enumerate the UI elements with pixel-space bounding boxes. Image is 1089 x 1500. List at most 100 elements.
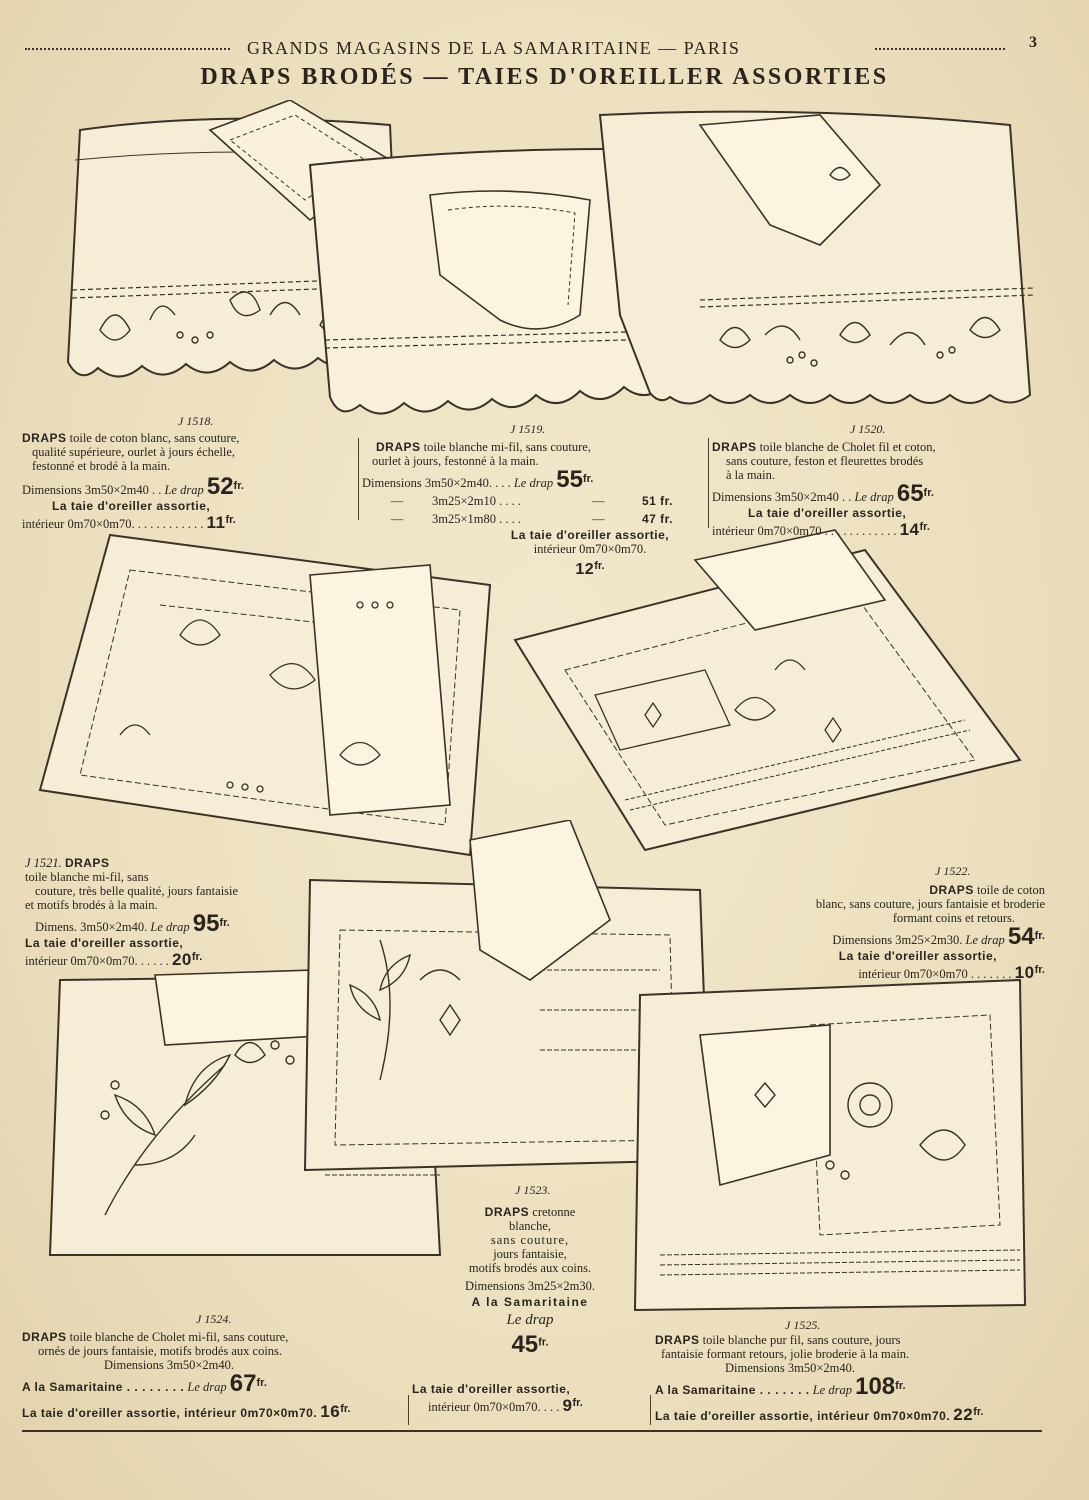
desc-j1521: J 1521. DRAPS toile blanche mi-fil, sans…: [25, 856, 325, 968]
taie-dimensions: intérieur 0m70×0m70 . . . . . . . . . . …: [712, 524, 897, 539]
taie-label: La taie d'oreiller assortie, intérieur 0…: [22, 1406, 318, 1421]
draps-label: DRAPS: [929, 883, 974, 897]
taie-label: La taie d'oreiller assortie,: [412, 1382, 571, 1396]
desc-line: blanc, sans couture, jours fantaisie et …: [815, 897, 1045, 911]
sheet-illustration-j1521: [30, 525, 500, 865]
taie-label: La taie d'oreiller assortie,: [25, 936, 184, 950]
price-j1523: 45: [511, 1331, 539, 1358]
column-divider: [708, 438, 709, 528]
page-title: DRAPS BRODÉS — TAIES D'OREILLER ASSORTIE…: [200, 64, 889, 90]
taie-price-j1524: 16: [320, 1402, 341, 1422]
desc-line: toile blanche de Cholet fil et coton,: [756, 440, 936, 454]
store-header: GRANDS MAGASINS DE LA SAMARITAINE — PARI…: [247, 38, 741, 58]
taie-price-j1523: 9: [562, 1396, 573, 1416]
price-row: 47 fr.: [642, 512, 674, 526]
taie-price-j1519: 12: [575, 561, 595, 579]
ref-j1521: J 1521.: [25, 856, 62, 870]
le-drap: Le drap: [965, 933, 1005, 947]
column-divider: [650, 1395, 651, 1425]
desc-j1519: DRAPS toile blanche mi-fil, sans couture…: [362, 440, 707, 526]
taie-price-j1525: 22: [953, 1405, 974, 1425]
ref-j1524: J 1524.: [196, 1312, 232, 1326]
le-drap: Le drap: [506, 1312, 554, 1328]
sheet-illustration-j1522: [505, 520, 1025, 860]
desc-line: toile blanche mi-fil, sans: [25, 870, 149, 884]
currency: fr.: [572, 1397, 583, 1409]
header-rule-right: [875, 48, 1005, 50]
desc-line: toile blanche de Cholet mi-fil, sans cou…: [66, 1330, 289, 1344]
le-drap: Le drap: [812, 1383, 852, 1397]
desc-line: et motifs brodés à la main.: [25, 898, 158, 912]
store-name: A la Samaritaine . . . . . . .: [655, 1383, 810, 1397]
taie-j1523: La taie d'oreiller assortie, intérieur 0…: [412, 1382, 652, 1414]
store-name: A la Samaritaine . . . . . . . .: [22, 1380, 185, 1394]
currency: fr.: [582, 472, 594, 485]
desc-line: couture, très belle qualité, jours fanta…: [35, 884, 239, 898]
taie-dimensions: intérieur 0m70×0m70 . . . . . . .: [858, 967, 1012, 982]
desc-line: toile de coton blanc, sans couture,: [66, 431, 240, 445]
dimensions: Dimensions 3m50×2m40 . .: [22, 483, 162, 497]
desc-line: festonné et brodé à la main.: [32, 459, 171, 473]
draps-label: DRAPS: [376, 440, 421, 454]
dimensions: Dimensions 3m50×2m40.: [104, 1358, 234, 1372]
desc-line: toile blanche pur fil, sans couture, jou…: [699, 1333, 901, 1347]
taie-price-j1520: 14: [899, 520, 920, 540]
desc-line: jours fantaisie,: [493, 1247, 567, 1261]
desc-line: qualité supérieure, ourlet à jours échel…: [32, 445, 236, 459]
desc-j1523: DRAPS cretonne blanche, sans couture, jo…: [410, 1205, 650, 1357]
price-j1519: 55: [556, 466, 583, 493]
currency: fr.: [1034, 929, 1045, 942]
currency: fr.: [340, 1403, 351, 1415]
desc-line: formant coins et retours.: [892, 911, 1015, 925]
currency: fr.: [919, 521, 930, 533]
taie-label: La taie d'oreiller assortie,: [838, 949, 997, 963]
ref-j1518: J 1518.: [178, 414, 214, 428]
desc-line: ourlet à jours, festonné à la main.: [372, 454, 539, 468]
dimensions: Dimensions 3m25×2m30.: [832, 933, 963, 947]
dimensions: Dimensions 3m50×2m40. . . .: [362, 476, 511, 490]
ref-j1523: J 1523.: [515, 1183, 551, 1197]
currency: fr.: [225, 514, 236, 526]
dimensions: Dimensions 3m50×2m40.: [725, 1361, 855, 1375]
currency: fr.: [256, 1376, 267, 1389]
taie-label: La taie d'oreiller assortie,: [748, 506, 907, 520]
price-j1524: 67: [229, 1370, 257, 1397]
desc-line: motifs brodés aux coins.: [468, 1261, 592, 1275]
draps-label: DRAPS: [22, 431, 67, 445]
le-drap: Le drap: [150, 920, 190, 934]
taie-j1519: La taie d'oreiller assortie, intérieur 0…: [470, 528, 710, 579]
dimensions: Dimensions 3m50×2m40 . .: [712, 490, 852, 504]
taie-price-j1521: 20: [171, 950, 192, 970]
ditto-mark: —: [390, 494, 404, 508]
desc-line: sans couture,: [490, 1233, 570, 1247]
taie-dimensions: intérieur 0m70×0m70.: [533, 542, 647, 556]
price-j1518: 52: [206, 473, 234, 500]
taie-label: La taie d'oreiller assortie,: [52, 499, 211, 513]
currency: fr.: [191, 951, 203, 963]
taie-price-j1522: 10: [1014, 963, 1035, 983]
desc-line: cretonne: [529, 1205, 576, 1219]
page-header: GRANDS MAGASINS DE LA SAMARITAINE — PARI…: [25, 34, 1037, 60]
le-drap: Le drap: [854, 490, 894, 504]
ref-j1520: J 1520.: [850, 422, 886, 436]
desc-j1520: DRAPS toile blanche de Cholet fil et cot…: [712, 440, 1047, 538]
currency: fr.: [895, 1379, 906, 1392]
desc-line: à la main.: [726, 468, 775, 482]
price-j1525: 108: [855, 1373, 896, 1400]
desc-line: toile blanche mi-fil, sans couture,: [420, 440, 591, 454]
price-j1521: 95: [192, 910, 220, 937]
taie-price-j1518: 11: [206, 513, 226, 533]
draps-label: DRAPS: [22, 1330, 67, 1344]
currency: fr.: [233, 479, 244, 492]
desc-j1522: DRAPS toile de coton blanc, sans couture…: [735, 883, 1045, 981]
desc-line: sans couture, feston et fleurettes brodé…: [726, 454, 924, 468]
price-j1522: 54: [1007, 923, 1035, 950]
dimensions: 3m25×2m10 . . . .: [432, 494, 521, 508]
store-name: A la Samaritaine: [471, 1295, 589, 1309]
ditto-mark: —: [592, 512, 605, 526]
taie-label: La taie d'oreiller assortie,: [510, 528, 670, 542]
ref-j1522: J 1522.: [935, 864, 971, 878]
le-drap: Le drap: [187, 1380, 227, 1394]
draps-label: DRAPS: [712, 440, 757, 454]
page-number: 3: [1029, 34, 1037, 51]
